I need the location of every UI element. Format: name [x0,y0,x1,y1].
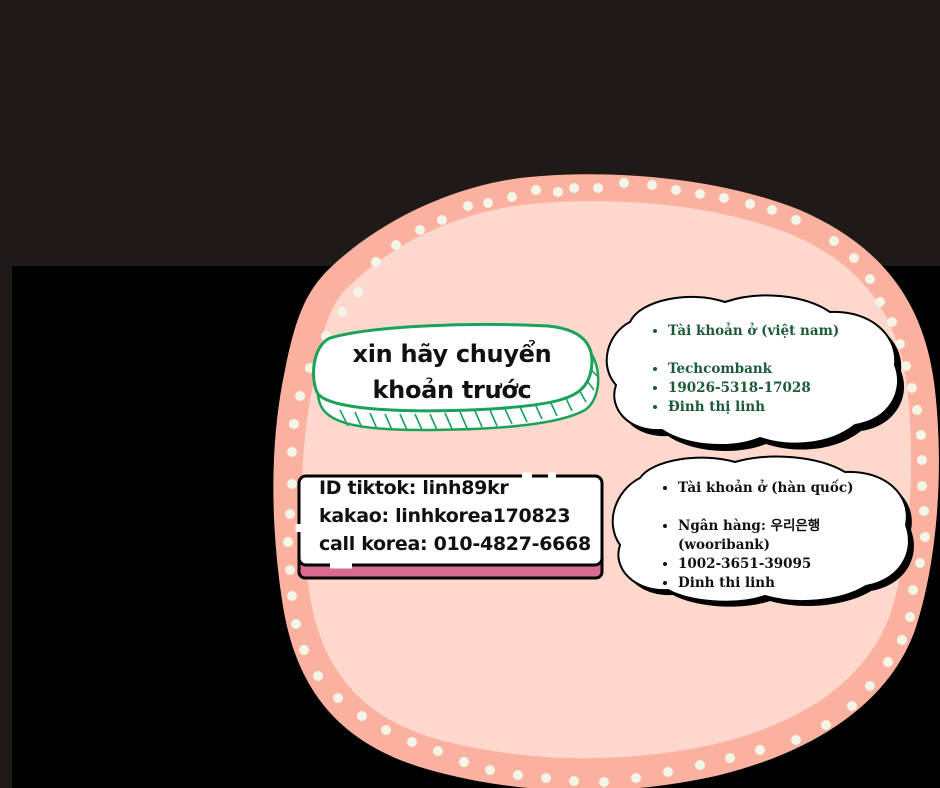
contact-box-shape [295,472,604,580]
korea-phone: call korea: 010-4827-6668 [319,533,591,555]
cloud-kr-shape [611,455,914,607]
tiktok-id: ID tiktok: linh89kr [319,477,509,499]
bank-vn-number: 19026-5318-17028 [668,379,839,398]
pill-shape [312,323,600,432]
kakao-id: kakao: linhkorea170823 [319,505,571,527]
bank-vn-list: Tài khoản ở (việt nam) Techcombank 19026… [652,322,839,417]
bank-vn-header: Tài khoản ở (việt nam) [668,322,839,341]
bank-kr-number: 1002-3651-39095 [678,555,853,574]
cloud-vn-shape [605,294,905,451]
bank-kr-list: Tài khoản ở (hàn quốc) Ngân hàng: 우리은행 (… [662,479,853,593]
bank-kr-name: Dinh thi linh [678,574,853,593]
pill-line-2: khoản trước [372,376,532,404]
contact-info-box: ID tiktok: linh89kr kakao: linhkorea1708… [319,474,601,558]
bank-kr-header: Tài khoản ở (hàn quốc) [678,479,853,498]
bank-vn-bank: Techcombank [668,360,839,379]
transfer-first-label: xin hãy chuyển khoản trước [326,336,578,408]
frame-dots [283,178,930,787]
pill-line-1: xin hãy chuyển [352,340,552,368]
bank-kr-bank: Ngân hàng: 우리은행 (wooribank) [678,517,848,555]
bank-vn-name: Đinh thị linh [668,398,839,417]
